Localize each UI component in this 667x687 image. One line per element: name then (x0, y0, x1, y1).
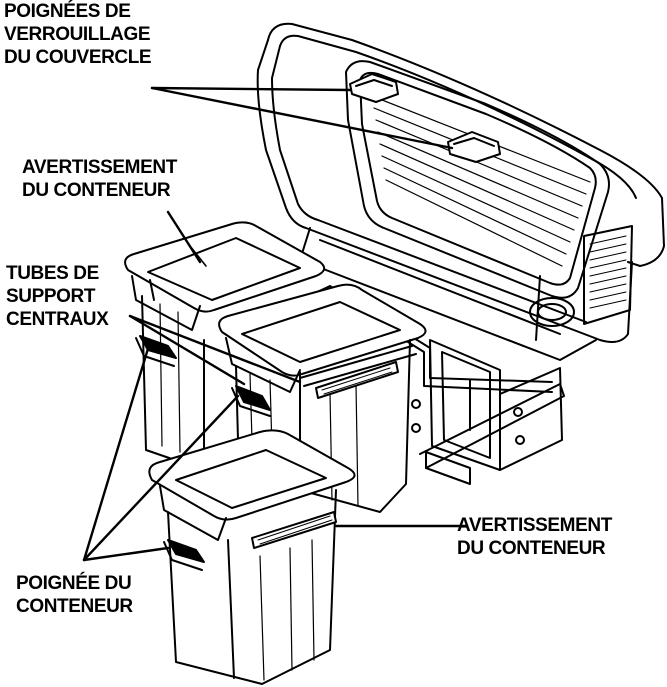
label-container-warning-bottom: AVERTISSEMENT DU CONTENEUR (457, 514, 612, 560)
label-container-warning-top: AVERTISSEMENT DU CONTENEUR (22, 156, 177, 202)
label-line: DU COUVERCLE (4, 47, 152, 68)
label-line: VERROUILLAGE (4, 24, 151, 45)
label-container-handle: POIGNÉE DU CONTENEUR (16, 572, 133, 618)
label-line: DU CONTENEUR (457, 538, 606, 559)
container-front (148, 429, 356, 685)
label-line: CENTRAUX (6, 309, 109, 330)
container-middle (218, 283, 427, 513)
label-lid-latch-handles: POIGNÉES DE VERROUILLAGE DU COUVERCLE (4, 0, 152, 69)
rear-frame (299, 225, 633, 361)
mount-bracket (411, 339, 565, 485)
label-line: TUBES DE (6, 263, 99, 284)
label-line: DU CONTENEUR (22, 180, 171, 201)
lid (256, 22, 665, 343)
label-line: SUPPORT (6, 286, 96, 307)
label-line: CONTENEUR (16, 596, 133, 617)
label-line: POIGNÉE DU (16, 573, 132, 594)
leader-lines (82, 86, 468, 562)
label-line: AVERTISSEMENT (457, 515, 612, 536)
label-center-support-tubes: TUBES DE SUPPORT CENTRAUX (6, 262, 109, 331)
label-line: AVERTISSEMENT (22, 157, 177, 178)
label-line: POIGNÉES DE (4, 1, 131, 22)
